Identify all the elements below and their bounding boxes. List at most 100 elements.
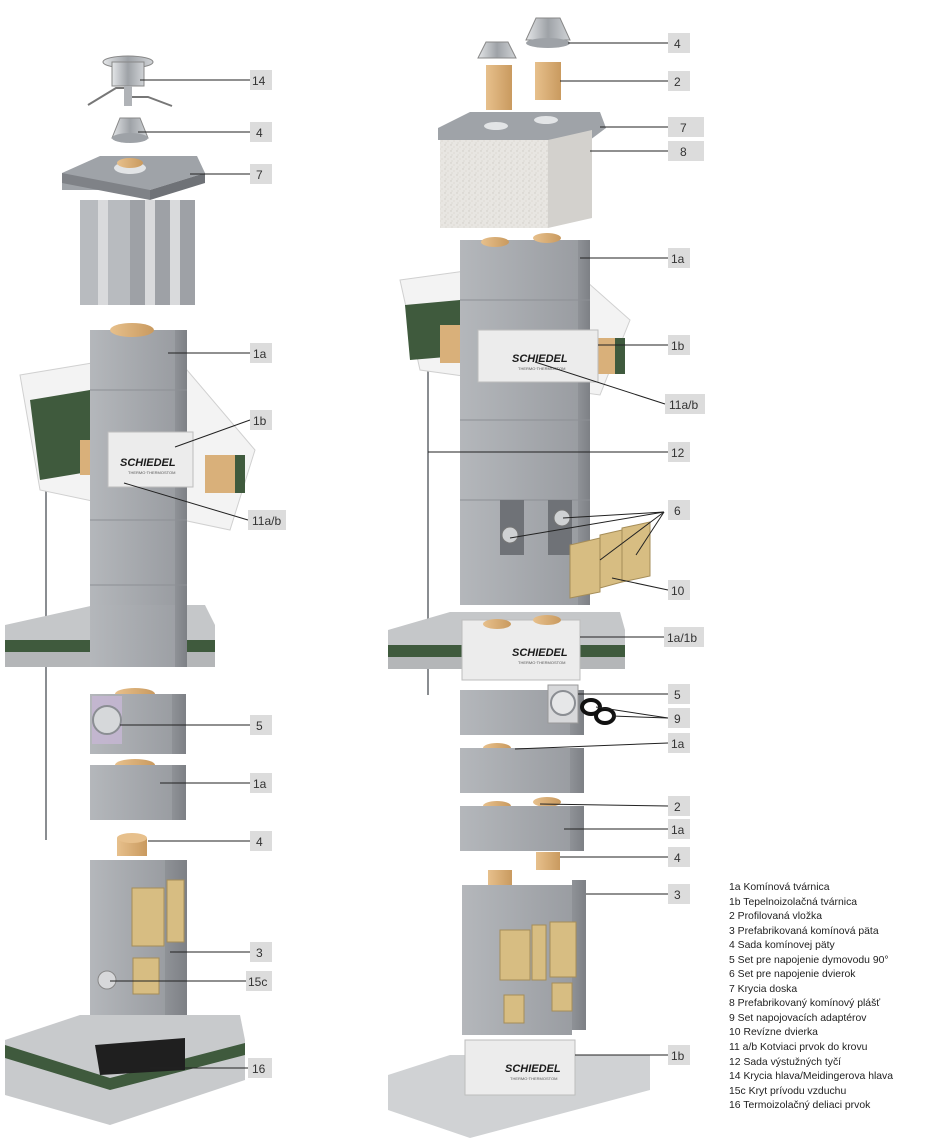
svg-text:1b: 1b (671, 339, 685, 353)
svg-text:3: 3 (674, 888, 681, 902)
svg-text:8: 8 (680, 145, 687, 159)
callout-right-4: 4 (568, 33, 690, 53)
callout-right-11ab: 11a/b (534, 361, 705, 414)
legend-item: 5 Set pre napojenie dymovodu 90° (729, 954, 889, 966)
legend: 1a Komínová tvárnica 1b Tepelnoizolačná … (729, 881, 925, 1114)
right-brand-product-middle: THERMO·THERMOSTOM (518, 660, 565, 665)
callout-left-15c: 15c (110, 971, 272, 991)
right-insulating-block-1b-bottom: SCHIEDEL THERMO·THERMOSTOM (388, 1039, 650, 1138)
callout-right-12: 12 (428, 442, 690, 462)
svg-text:5: 5 (674, 688, 681, 702)
callout-right-3: 3 (586, 884, 690, 904)
legend-item: 16 Termoizolačný deliaci prvok (729, 1100, 871, 1112)
callout-right-8: 8 (590, 141, 704, 161)
callouts: 14 4 7 1a 1b 11a/b 5 (110, 33, 705, 1078)
left-brand-logo: SCHIEDEL (120, 457, 176, 469)
right-cover-plate-7 (438, 112, 606, 140)
right-floor-slab: SCHIEDEL THERMO·THERMOSTOM (388, 612, 625, 681)
callout-right-1a-c: 1a (564, 819, 690, 839)
legend-item: 11 a/b Kotviaci prvok do krovu (729, 1042, 868, 1054)
svg-text:2: 2 (674, 800, 681, 814)
svg-text:1a: 1a (671, 252, 685, 266)
right-profiled-liner-2 (486, 62, 561, 110)
left-base-kit-4 (111, 117, 149, 143)
legend-item: 4 Sada komínovej päty (729, 940, 835, 952)
callout-left-1a-lower: 1a (160, 773, 272, 793)
svg-text:1a: 1a (253, 777, 267, 791)
right-brand-logo-lower: SCHIEDEL (505, 1063, 561, 1075)
legend-item: 2 Profilovaná vložka (729, 911, 822, 923)
svg-text:1b: 1b (671, 1049, 685, 1063)
legend-item: 1a Komínová tvárnica (729, 882, 830, 893)
callout-right-1a: 1a (580, 248, 690, 268)
callout-right-5: 5 (578, 684, 690, 704)
svg-text:4: 4 (256, 126, 263, 140)
legend-item: 7 Krycia doska (729, 983, 798, 995)
callout-left-4-lower: 4 (148, 831, 272, 851)
left-sheath (80, 200, 195, 305)
legend-item: 15c Kryt prívodu vzduchu (729, 1085, 847, 1097)
right-brand-product-upper: THERMO·THERMOSTOM (518, 366, 565, 371)
callout-left-16: 16 (150, 1058, 272, 1078)
right-chimney: SCHIEDEL THERMO·THERMOSTOM SCHIEDEL THER… (388, 17, 651, 1138)
svg-text:6: 6 (674, 504, 681, 518)
callout-left-11ab: 11a/b (123, 482, 286, 530)
svg-text:4: 4 (674, 851, 681, 865)
callout-right-9: 9 (595, 706, 690, 728)
left-foundation (5, 1015, 245, 1125)
svg-text:14: 14 (252, 74, 266, 88)
callout-left-5: 5 (120, 715, 272, 735)
callout-right-6: 6 (509, 500, 690, 561)
svg-text:11a/b: 11a/b (252, 514, 281, 528)
left-brand-product: THERMO·THERMOSTOM (128, 470, 175, 475)
left-prefab-base-3 (90, 860, 187, 1040)
legend-item: 14 Krycia hlava/Meidingerova hlava (729, 1071, 894, 1083)
right-inspection-doors-10 (569, 521, 651, 599)
svg-text:15c: 15c (248, 975, 267, 989)
svg-text:4: 4 (256, 835, 263, 849)
svg-text:9: 9 (674, 712, 681, 726)
svg-text:16: 16 (252, 1062, 266, 1076)
svg-text:11a/b: 11a/b (669, 398, 698, 412)
legend-item: 9 Set napojovacích adaptérov (729, 1012, 867, 1024)
right-prefab-base-3 (462, 880, 586, 1035)
right-chimney-block-1a-b (460, 797, 584, 851)
svg-text:1a: 1a (253, 347, 267, 361)
svg-text:2: 2 (674, 75, 681, 89)
left-chimney-block-1a-lower (90, 759, 186, 820)
callout-right-1a1b: 1a/1b (580, 627, 704, 647)
callout-right-1b: 1b (598, 335, 690, 355)
legend-item: 3 Prefabrikovaná komínová päta (729, 925, 879, 937)
svg-text:4: 4 (674, 37, 681, 51)
right-prefab-sheath-8 (440, 130, 592, 228)
left-chimney: SCHIEDEL THERMO·THERMOSTOM (5, 55, 256, 1125)
svg-text:10: 10 (671, 584, 685, 598)
right-brand-logo-middle: SCHIEDEL (512, 647, 568, 659)
callout-left-1a: 1a (168, 343, 272, 363)
callout-right-7: 7 (600, 117, 704, 137)
right-base-kit-4-lower (488, 852, 560, 890)
right-brand-product-lower: THERMO·THERMOSTOM (510, 1076, 557, 1081)
callout-left-3: 3 (170, 942, 272, 962)
svg-text:7: 7 (680, 121, 687, 135)
callout-right-4-lower: 4 (560, 847, 690, 867)
legend-item: 1b Tepelnoizolačná tvárnica (729, 896, 858, 908)
callout-right-1a-b: 1a (514, 733, 690, 753)
right-block-column: SCHIEDEL THERMO·THERMOSTOM (460, 233, 599, 605)
svg-text:3: 3 (256, 946, 263, 960)
right-base-kit-4 (477, 17, 571, 59)
left-cover-plate-7 (62, 156, 205, 200)
right-chimney-block-1a-a (460, 743, 584, 793)
callout-left-4: 4 (138, 122, 272, 142)
callout-left-14: 14 (140, 70, 272, 90)
left-cap-14 (87, 55, 173, 107)
callout-right-2: 2 (560, 71, 690, 91)
right-flue-connection-5 (460, 684, 616, 735)
svg-text:7: 7 (256, 168, 263, 182)
callout-right-2-lower: 2 (539, 796, 690, 816)
left-flue-connection-5 (90, 688, 186, 754)
svg-text:1b: 1b (253, 414, 267, 428)
legend-item: 6 Set pre napojenie dvierok (729, 969, 856, 981)
legend-item: 10 Revízne dvierka (729, 1027, 818, 1039)
